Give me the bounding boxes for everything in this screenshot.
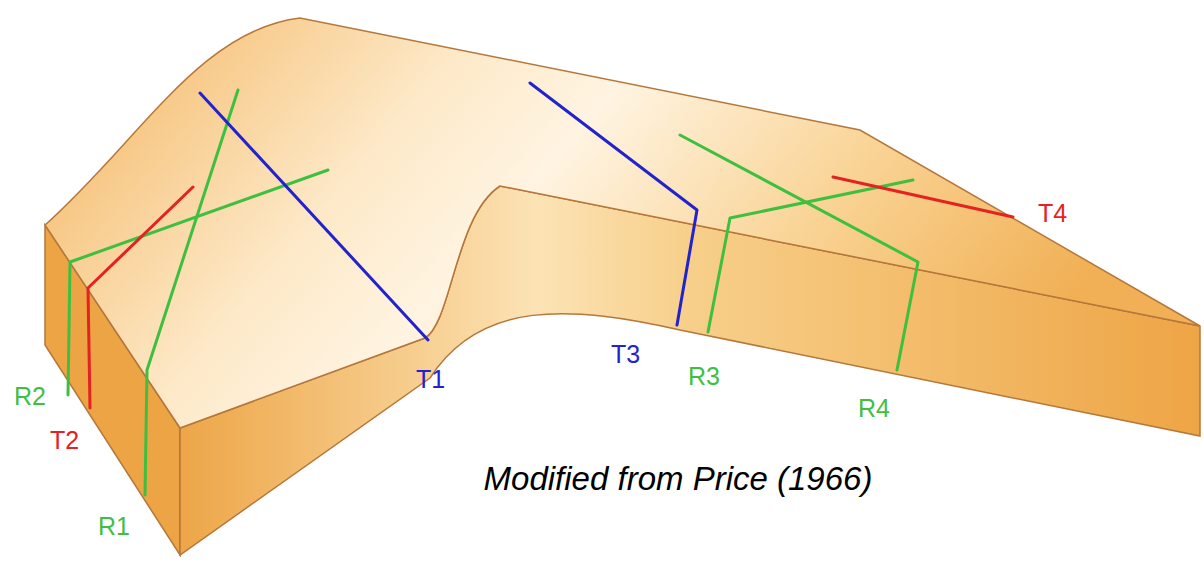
t1-line: [200, 93, 428, 340]
t4-line: [833, 177, 1013, 217]
line-label: T1: [416, 367, 445, 392]
line-label: R1: [98, 514, 130, 539]
source-caption: Modified from Price (1966): [484, 462, 873, 495]
t2-line: [88, 187, 193, 408]
r2-line: [68, 170, 328, 395]
t3-line: [530, 83, 697, 325]
top-surface: [45, 18, 1200, 428]
r1-line: [145, 90, 238, 495]
r4-line: [680, 135, 918, 370]
line-label: T2: [50, 428, 79, 453]
line-label: T3: [611, 342, 640, 367]
line-label: R2: [14, 384, 46, 409]
line-label: R4: [858, 396, 890, 421]
r3-line: [708, 180, 913, 332]
line-label: T4: [1038, 201, 1067, 226]
line-label: R3: [688, 364, 720, 389]
